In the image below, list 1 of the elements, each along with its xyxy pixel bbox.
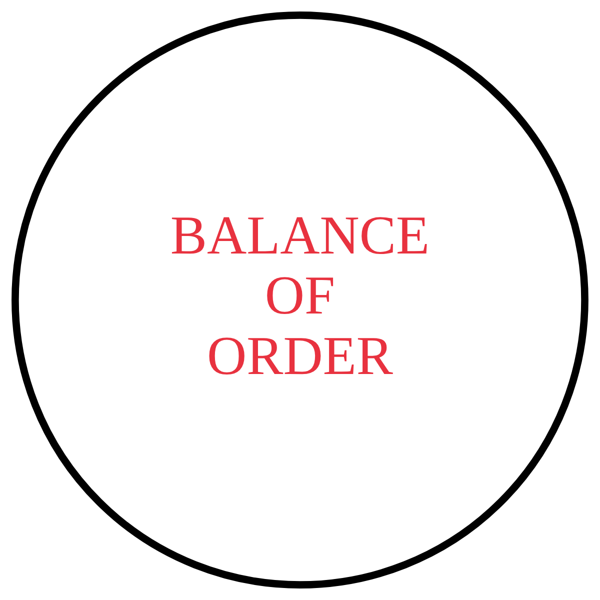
node-circle: BALANCE OF ORDER xyxy=(12,12,588,588)
